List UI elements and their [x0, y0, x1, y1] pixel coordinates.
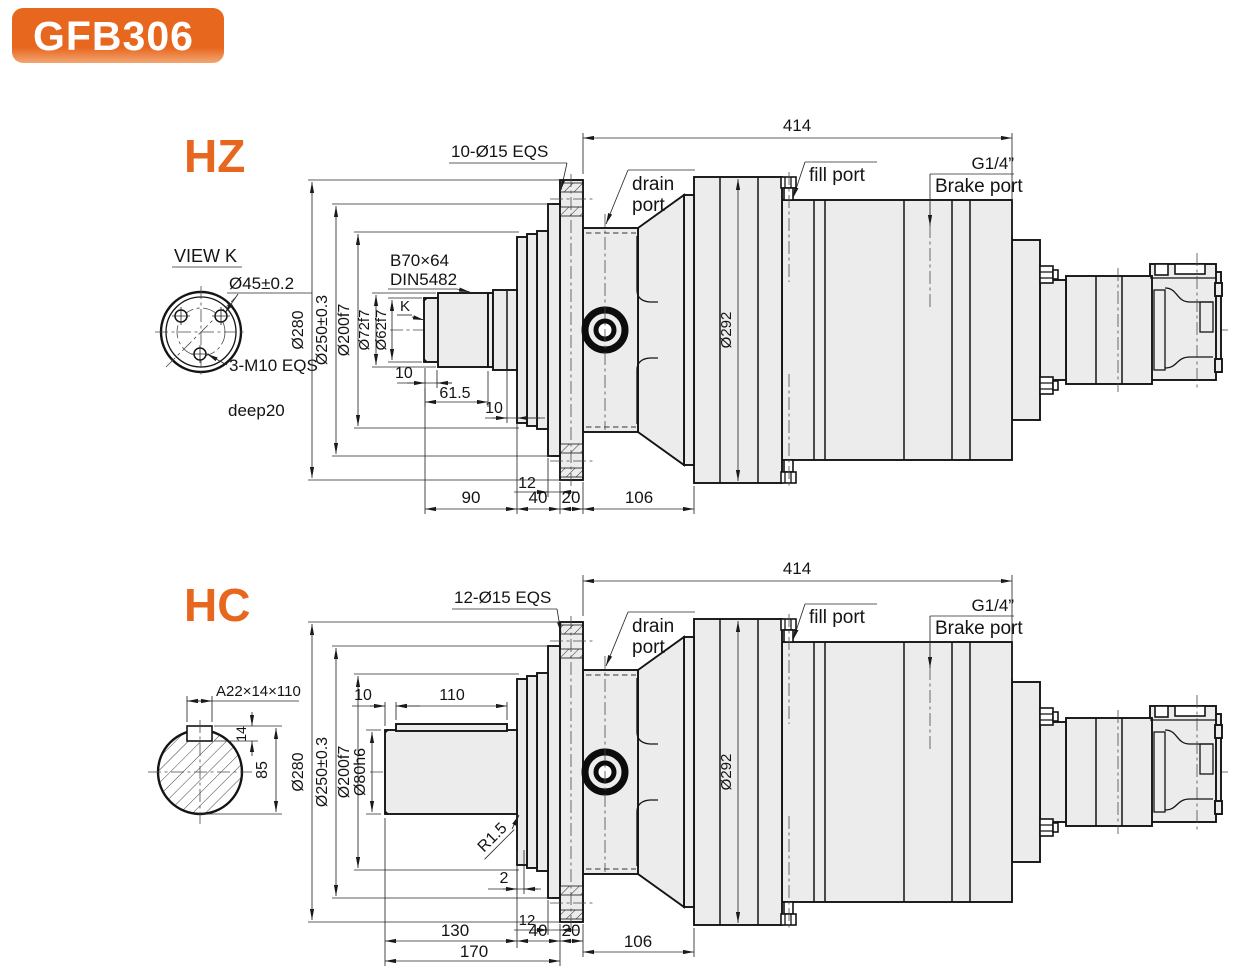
hc-keyed-shaft — [384, 723, 518, 815]
spigot-dia-label: Ø200f7 — [336, 746, 353, 799]
hz-bottom-dims: 90 40 20 106 12 — [424, 388, 695, 514]
hz-overall-dim: 414 — [582, 116, 1013, 236]
key-depth-label: 14 — [233, 726, 249, 742]
tapped-holes-label: 3-M10 EQS — [229, 356, 318, 375]
spline-len-label: 61.5 — [439, 385, 470, 402]
pilot-dia-label: Ø250±0.3 — [314, 737, 331, 807]
hz-diameter-dims: Ø280 Ø250±0.3 Ø200f7 Ø72f7 Ø62f7 — [290, 179, 570, 481]
product-badge: GFB306 — [12, 8, 224, 63]
drain-port-label-1: drain — [632, 174, 674, 195]
hz-title: HZ — [184, 130, 245, 182]
flange-holes-label: 10-Ø15 EQS — [451, 142, 548, 161]
flat-height-label: 85 — [254, 761, 271, 779]
hz-view-k-detail: VIEW K Ø45±0.2 3-M10 EQS deep20 — [155, 246, 318, 420]
collar-len-label: 10 — [485, 400, 503, 417]
brake-port-label: Brake port — [935, 176, 1023, 197]
brake-port-label: Brake port — [935, 618, 1023, 639]
spline-standard-label: DIN5482 — [390, 270, 457, 289]
overall-length-label: 414 — [783, 116, 811, 135]
hc-title: HC — [184, 579, 250, 631]
hc-overall-dim: 414 — [582, 559, 1013, 678]
tip-len-label: 10 — [395, 365, 413, 382]
fill-port-label: fill port — [809, 607, 866, 628]
hc-bottom-dims: 130 40 20 106 170 12 — [384, 818, 695, 966]
hc-diameter-dims: Ø280 Ø250±0.3 Ø200f7 Ø80h6 — [290, 621, 570, 923]
drain-port-label-2: port — [632, 195, 665, 216]
hz-flange-holes-callout: 10-Ø15 EQS — [449, 142, 568, 191]
shaft-len-label: 90 — [462, 488, 481, 507]
spline-major-label: Ø72f7 — [356, 310, 373, 351]
flange-holes-label: 12-Ø15 EQS — [454, 588, 551, 607]
flange-od-label: Ø280 — [290, 310, 307, 349]
drain-port-label-1: drain — [632, 616, 674, 637]
pilot-dia-label: Ø250±0.3 — [314, 295, 331, 365]
hc-flange-holes-callout: 12-Ø15 EQS — [452, 588, 562, 634]
bolt-circle-label: Ø45±0.2 — [229, 274, 294, 293]
product-code: GFB306 — [33, 13, 194, 59]
hz-port-callouts: drain port fill port G1/4” Brake port — [605, 154, 1023, 226]
hc-view: HC A22×14×110 14 85 Ø280 Ø250±0.3 Ø200f — [148, 559, 1228, 966]
drain-port-label-2: port — [632, 637, 665, 658]
step-len-label: 40 — [529, 921, 548, 940]
brake-thread-label: G1/4” — [971, 596, 1014, 615]
shaft-dia-label: Ø80h6 — [352, 748, 369, 796]
step-len-label: 40 — [529, 488, 548, 507]
key-len-label: 110 — [439, 687, 465, 704]
tip-dia-label: Ø62f7 — [373, 310, 390, 351]
hc-port-callouts: drain port fill port G1/4” Brake port — [605, 596, 1023, 668]
fill-port-label: fill port — [809, 165, 866, 186]
hc-shaft-end-view: A22×14×110 14 85 — [148, 683, 301, 824]
shaft-len-label: 130 — [441, 921, 469, 940]
view-k-title: VIEW K — [174, 246, 237, 266]
pilot-depth-label: 12 — [518, 475, 536, 492]
hz-splined-shaft — [423, 289, 518, 371]
total-shaft-label: 170 — [460, 942, 488, 961]
key-spec-label: A22×14×110 — [216, 683, 301, 700]
ring-dia-label: Ø292 — [718, 312, 735, 349]
overall-length-label: 414 — [783, 559, 811, 578]
step-label: 2 — [500, 870, 509, 887]
brake-thread-label: G1/4” — [971, 154, 1014, 173]
bell-len-label: 106 — [624, 932, 652, 951]
view-arrow-label: K — [400, 298, 410, 315]
tapped-holes — [172, 307, 230, 363]
flange-od-label: Ø280 — [290, 752, 307, 791]
flange-thk-label: 20 — [562, 488, 581, 507]
hz-shaft-dims: 10 61.5 10 — [395, 365, 545, 423]
key-offset-label: 10 — [354, 687, 372, 704]
hc-key-dims: 10 110 — [352, 687, 508, 726]
hz-spline-callout: B70×64 DIN5482 K — [388, 251, 471, 321]
ring-dia-label: Ø292 — [718, 754, 735, 791]
flange-thk-label: 20 — [562, 921, 581, 940]
pilot-depth-label: 12 — [519, 912, 536, 929]
spline-size-label: B70×64 — [390, 251, 449, 270]
bell-len-label: 106 — [625, 488, 653, 507]
depth-label: deep20 — [228, 401, 285, 420]
hz-view: HZ VIEW K Ø45±0.2 3-M10 EQS deep20 — [155, 116, 1228, 514]
spigot-dia-label: Ø200f7 — [336, 304, 353, 357]
